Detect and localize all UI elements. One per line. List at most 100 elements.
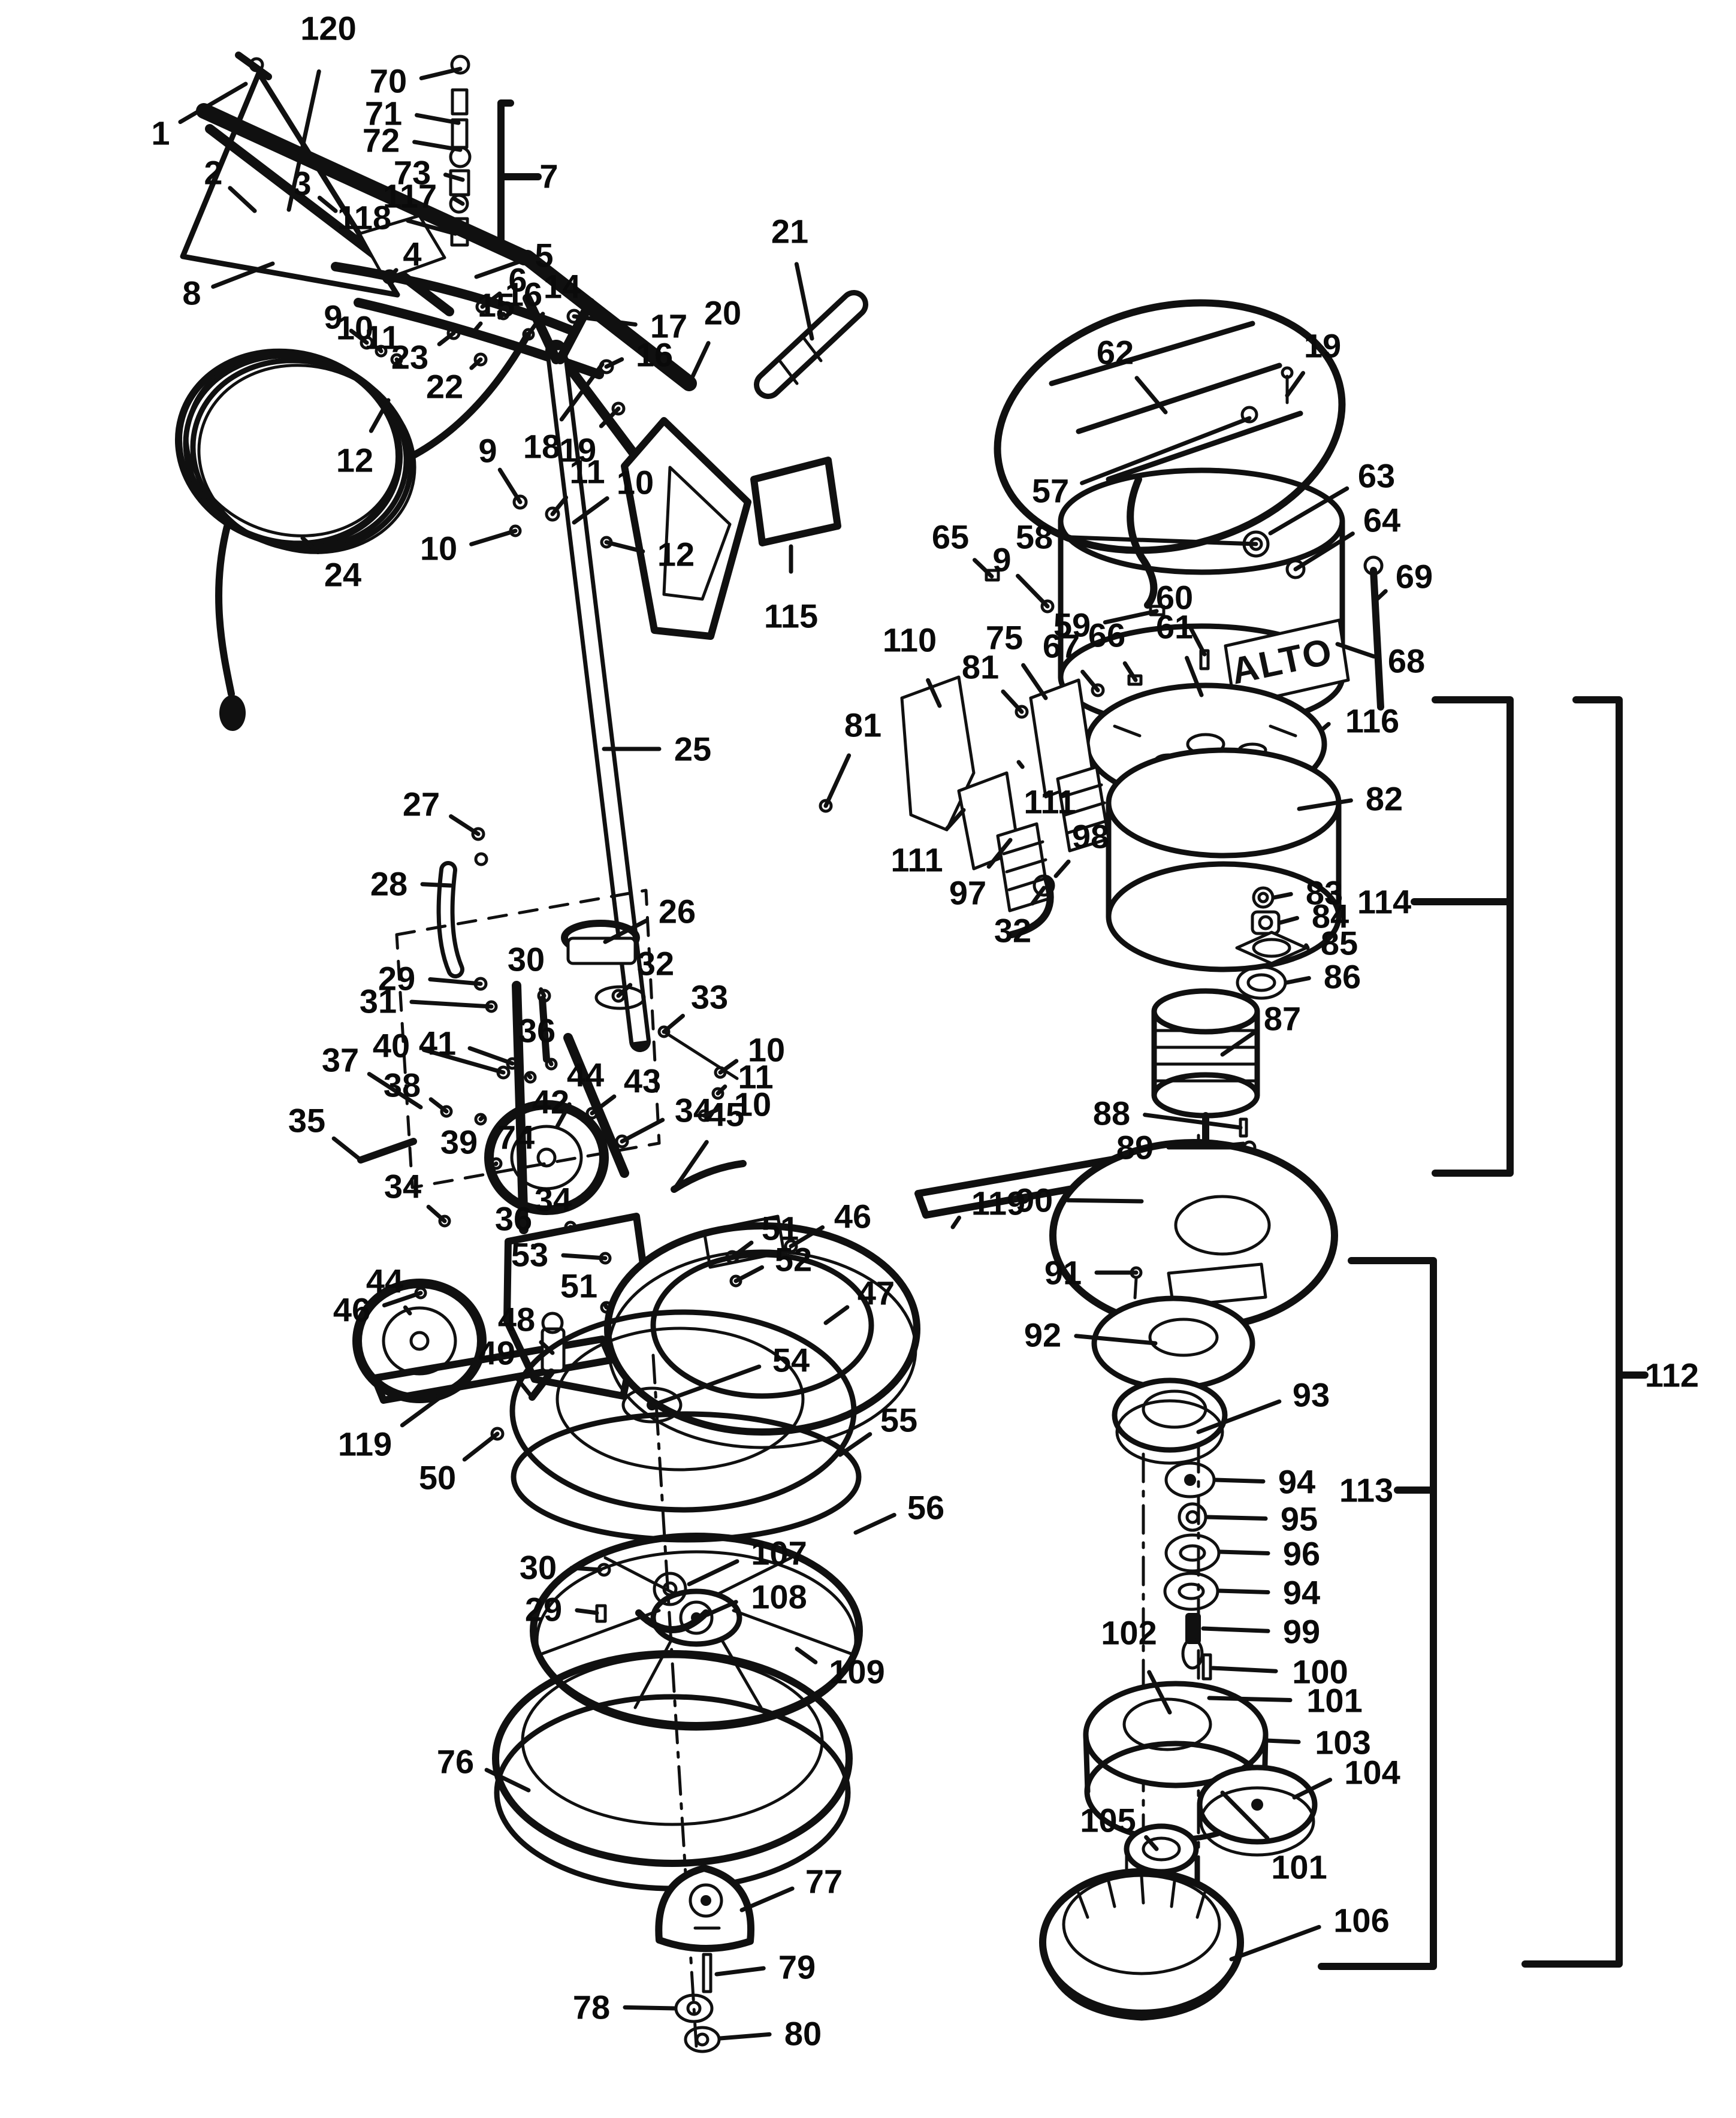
leader-line-88 — [1143, 1113, 1243, 1130]
leader-line-30 — [539, 987, 547, 998]
leader-line-11 — [715, 1084, 727, 1096]
leader-line-63 — [1268, 486, 1349, 536]
part-callout-107: 107 — [751, 1534, 807, 1572]
leader-line-99 — [1201, 1626, 1270, 1633]
leader-line-76 — [484, 1767, 531, 1793]
part-callout-100: 100 — [1292, 1653, 1348, 1691]
leader-line-20 — [686, 341, 711, 389]
part-callout-58: 58 — [1016, 518, 1053, 556]
part-callout-51: 51 — [560, 1267, 597, 1305]
part-callout-110: 110 — [883, 621, 937, 659]
part-callout-30: 30 — [508, 941, 545, 978]
leader-line-7 — [504, 174, 529, 179]
part-callout-49: 49 — [478, 1334, 515, 1372]
leader-line-38 — [428, 1097, 449, 1114]
part-callout-16: 16 — [505, 276, 542, 313]
leader-line-12 — [369, 398, 391, 433]
part-callout-51: 51 — [762, 1210, 799, 1247]
leader-line-83 — [1272, 892, 1293, 900]
part-callout-65: 65 — [932, 518, 969, 556]
leader-line-56 — [853, 1512, 896, 1535]
motor-assembly-drawing: ALTO — [819, 299, 1384, 2021]
part-callout-9: 9 — [992, 541, 1011, 579]
leader-line-65 — [972, 558, 994, 579]
part-callout-63: 63 — [1358, 457, 1395, 495]
part-callout-111: 111 — [890, 841, 943, 879]
part-callout-109: 109 — [829, 1653, 884, 1691]
leader-line-9 — [497, 467, 523, 504]
part-callout-41: 41 — [419, 1025, 456, 1062]
leader-line-14 — [526, 312, 545, 337]
leader-line-117 — [451, 196, 465, 206]
part-callout-64: 64 — [1363, 501, 1400, 539]
part-callout-108: 108 — [751, 1578, 807, 1616]
part-callout-71: 71 — [365, 95, 402, 132]
leader-line-104 — [1292, 1778, 1333, 1800]
part-callout-83: 83 — [1306, 874, 1343, 912]
leader-line-107 — [687, 1559, 739, 1587]
part-callout-120: 120 — [300, 10, 356, 47]
part-callout-94: 94 — [1278, 1463, 1315, 1501]
part-callout-34: 34 — [675, 1092, 712, 1129]
leader-line-98 — [1053, 859, 1071, 878]
leader-line-42 — [527, 1074, 533, 1080]
part-callout-33: 33 — [691, 978, 728, 1016]
part-callout-113: 113 — [1339, 1472, 1393, 1509]
part-callout-111: 111 — [1024, 783, 1076, 821]
leader-line-6 — [480, 291, 502, 309]
part-callout-12: 12 — [657, 536, 695, 573]
part-callout-9: 9 — [478, 432, 497, 470]
part-callout-88: 88 — [1093, 1095, 1130, 1132]
part-callout-62: 62 — [1097, 334, 1134, 371]
part-callout-43: 43 — [624, 1062, 661, 1100]
leader-line-10 — [702, 1106, 722, 1118]
leader-line-72 — [412, 140, 463, 152]
leader-line-1 — [178, 81, 248, 124]
part-callout-38: 38 — [384, 1066, 421, 1104]
leader-line-97 — [986, 838, 1013, 869]
part-callout-81: 81 — [962, 648, 999, 686]
power-cord-drawing — [174, 332, 531, 731]
part-callout-118: 118 — [337, 199, 391, 237]
part-callout-105: 105 — [1080, 1802, 1136, 1839]
leader-line-105 — [1144, 1835, 1159, 1851]
part-callout-67: 67 — [1043, 627, 1080, 665]
part-callout-4: 4 — [403, 235, 421, 273]
part-callout-46: 46 — [333, 1291, 370, 1329]
part-callout-28: 28 — [370, 865, 407, 903]
leader-line-106 — [1229, 1924, 1321, 1962]
part-callout-57: 57 — [1032, 472, 1069, 510]
leader-line-11 — [550, 495, 569, 516]
part-callout-34: 34 — [535, 1181, 572, 1219]
part-callout-20: 20 — [704, 294, 741, 332]
leader-line-62 — [1134, 376, 1168, 415]
part-callout-76: 76 — [437, 1743, 474, 1781]
leader-line-9 — [1016, 573, 1050, 609]
part-callout-21: 21 — [771, 213, 808, 250]
leader-line-16 — [604, 357, 624, 369]
leader-line-32 — [616, 983, 633, 998]
part-callout-31: 31 — [360, 983, 397, 1020]
leader-line-111 — [1016, 760, 1025, 769]
leader-line-81 — [823, 753, 852, 808]
part-callout-106: 106 — [1333, 1902, 1389, 1939]
leader-line-19 — [1285, 371, 1306, 398]
part-callout-79: 79 — [778, 1948, 816, 1986]
leader-line-95 — [1204, 1515, 1268, 1521]
part-callout-91: 91 — [1044, 1254, 1082, 1292]
part-callout-84: 84 — [1312, 898, 1349, 935]
leader-line-22 — [469, 357, 483, 370]
leader-line-69 — [1375, 589, 1388, 602]
part-callout-95: 95 — [1281, 1500, 1318, 1538]
part-callout-25: 25 — [674, 730, 711, 768]
leader-line-43 — [590, 1094, 617, 1116]
leader-line-93 — [1196, 1399, 1282, 1434]
part-callout-117: 117 — [383, 177, 437, 215]
part-callout-55: 55 — [880, 1401, 917, 1439]
part-callout-36: 36 — [518, 1012, 555, 1050]
leader-line-67 — [1080, 669, 1100, 693]
part-callout-48: 48 — [498, 1301, 535, 1339]
leader-line-4 — [387, 268, 398, 279]
part-callout-116: 116 — [1345, 702, 1399, 740]
